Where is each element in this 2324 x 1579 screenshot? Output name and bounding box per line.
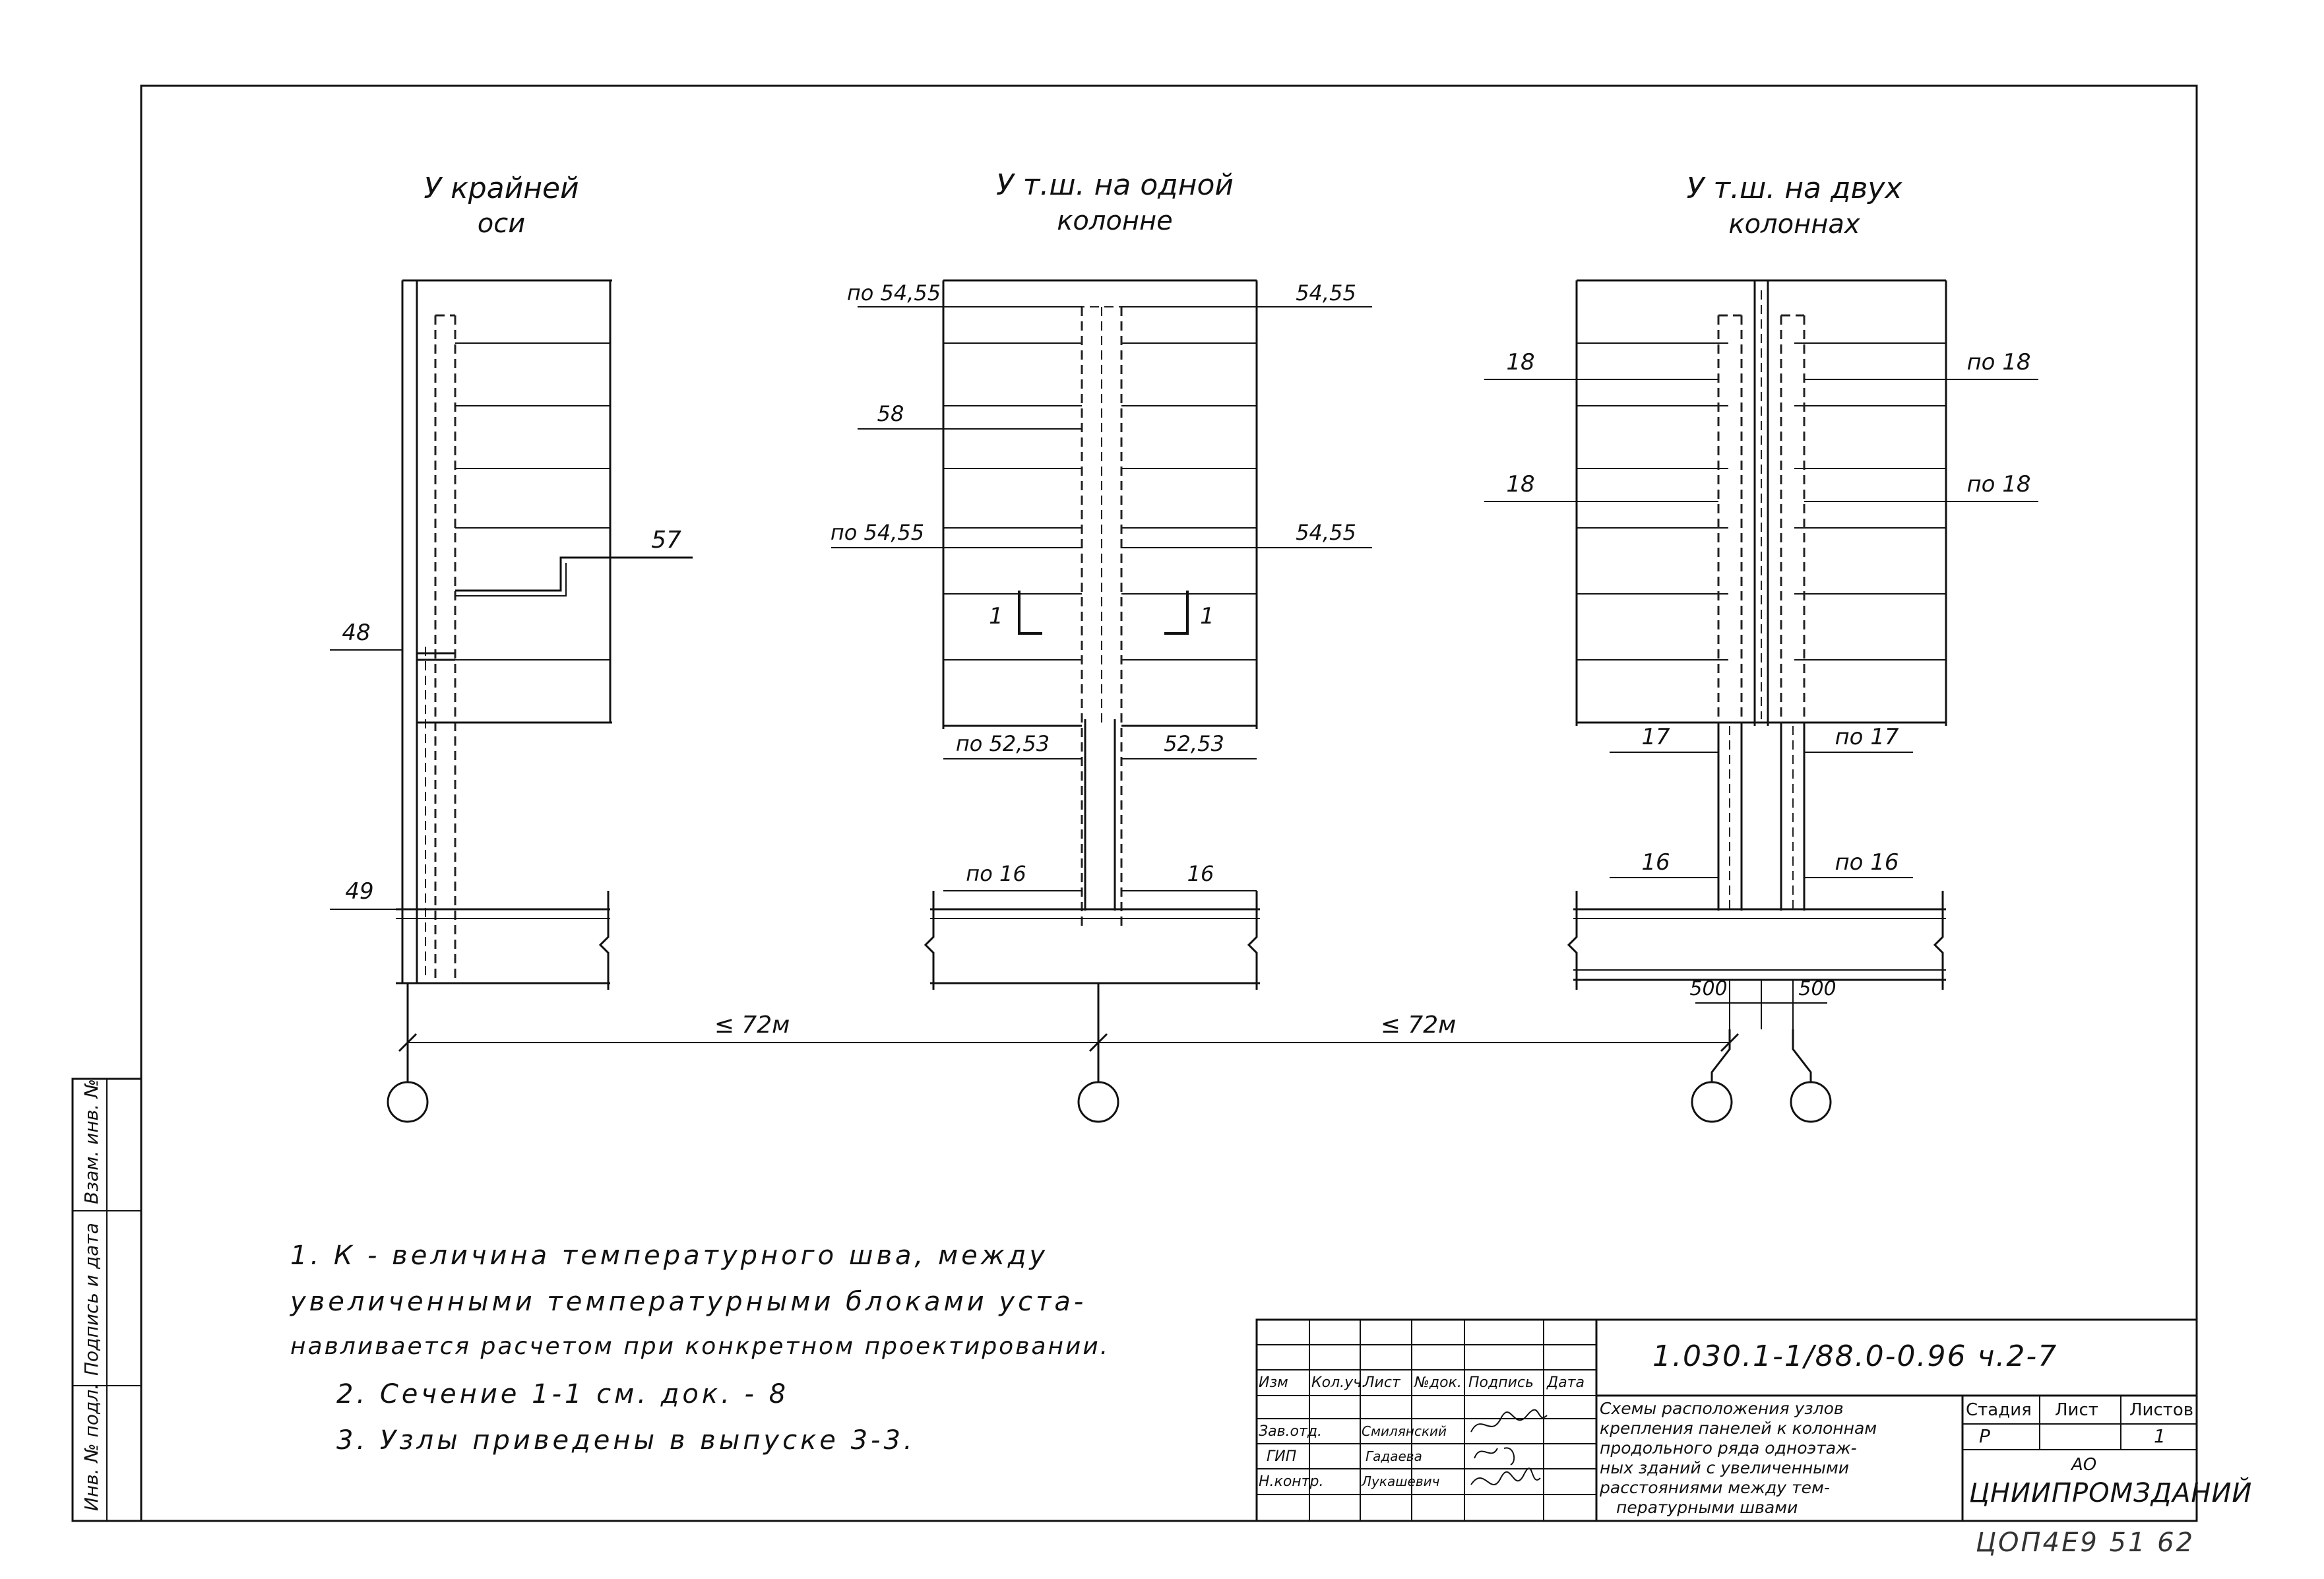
sheets-value: 1: [2154, 1425, 2166, 1447]
col-list: Лист: [1364, 1374, 1400, 1391]
archive-number: ЦОП4Е9 51 62: [1976, 1528, 2195, 1558]
role-n-kontr: Н.контр.: [1259, 1473, 1324, 1490]
label-58: 58: [877, 401, 904, 426]
axis-bubble-left: [387, 1081, 429, 1123]
header-right-line1: У т.ш. на двух: [1687, 172, 1903, 205]
label-po-17: по 17: [1835, 724, 1899, 750]
stage-value: Р: [1979, 1425, 1990, 1447]
section-mark-left: 1: [989, 603, 1003, 629]
note-1-line-2: увеличенными температурными блоками уста…: [290, 1287, 1087, 1317]
role-gip: ГИП: [1267, 1448, 1297, 1465]
header-left-line1: У крайней: [424, 172, 579, 205]
axis-bubble-right-1: [1691, 1081, 1733, 1123]
view-headers: У крайней оси У т.ш. на одной колонне У …: [424, 168, 1902, 240]
signature-1: [1470, 1409, 1548, 1433]
drawing-title-1: Схемы расположения узлов: [1600, 1399, 1844, 1418]
label-po-16-center: по 16: [966, 861, 1026, 886]
dimension-line: ≤ 72м ≤ 72м: [398, 1012, 1740, 1052]
drawing-title-2: крепления панелей к колоннам: [1600, 1419, 1877, 1438]
col-podpis: Подпись: [1468, 1374, 1534, 1391]
title-block-grid: [1255, 1318, 2198, 1522]
note-1-line-1: 1. К - величина температурного шва, межд…: [290, 1241, 1049, 1271]
label-po-54-55-mid: по 54,55: [831, 520, 924, 545]
note-2: 2. Сечение 1-1 см. док. - 8: [336, 1379, 790, 1409]
dim-left-label: ≤ 72м: [714, 1012, 790, 1039]
col-kol-uch: Кол.уч.: [1311, 1374, 1367, 1391]
header-right-line2: колоннах: [1728, 209, 1860, 240]
label-po-16-right: по 16: [1835, 849, 1899, 876]
drawing-title-4: ных зданий с увеличенными: [1600, 1458, 1850, 1477]
label-po-52-53: по 52,53: [956, 731, 1050, 756]
role-zav-otd: Зав.отд.: [1259, 1423, 1323, 1440]
col-data: Дата: [1547, 1374, 1585, 1391]
label-po-18-a: по 18: [1966, 349, 2030, 375]
label-po-54-55-top: по 54,55: [847, 280, 941, 306]
label-57: 57: [651, 527, 681, 554]
axis-bubble-center: [1077, 1081, 1119, 1123]
stamp-sign-date: Подпись и дата: [80, 1223, 102, 1376]
label-54-55-mid: 54,55: [1296, 520, 1356, 545]
name-3: Лукашевич: [1362, 1473, 1440, 1489]
stamp-replaces: Взам. инв. №: [80, 1079, 102, 1204]
org-small: АО: [2071, 1455, 2097, 1475]
stage-header: Стадия: [1966, 1400, 2032, 1420]
dim-right-label: ≤ 72м: [1381, 1012, 1457, 1039]
sheet-frame: [140, 84, 2198, 1522]
name-1: Смилянский: [1362, 1423, 1447, 1439]
label-16-center: 16: [1187, 861, 1214, 886]
signature-2: [1474, 1447, 1515, 1466]
drawing-title-5: расстояниями между тем-: [1600, 1478, 1830, 1497]
label-po-18-b: по 18: [1966, 471, 2030, 498]
sheets-header: Листов: [2129, 1400, 2194, 1420]
view-one-column: 1 1 по 54,55 54,55 58 по 54,55 54,55 по …: [831, 279, 1372, 1123]
stamp-inv-no: Инв. № подл.: [80, 1384, 102, 1511]
side-stamp: Инв. № подл. Подпись и дата Взам. инв. №: [71, 1078, 142, 1522]
col-izm: Изм: [1259, 1374, 1288, 1391]
view-end-axis: 57 48 49: [330, 279, 693, 1123]
label-500-left: 500: [1689, 977, 1727, 1000]
drawing-title-6: пературными швами: [1616, 1498, 1798, 1517]
label-49: 49: [345, 878, 373, 905]
label-16-right: 16: [1641, 849, 1670, 876]
header-center-line1: У т.ш. на одной: [996, 168, 1234, 202]
label-18-b: 18: [1506, 471, 1534, 498]
signature-3: [1470, 1467, 1541, 1485]
section-mark-right: 1: [1200, 603, 1214, 629]
axis-bubble-right-2: [1790, 1081, 1832, 1123]
label-500-right: 500: [1798, 977, 1836, 1000]
org-name: ЦНИИПРОМЗДАНИЙ: [1969, 1478, 2253, 1508]
note-1-line-3: навливается расчетом при конкретном прое…: [290, 1333, 1110, 1360]
label-48: 48: [342, 620, 370, 646]
header-left-line2: оси: [478, 209, 525, 239]
label-17: 17: [1641, 724, 1670, 750]
doc-code: 1.030.1-1/88.0-0.96 ч.2-7: [1652, 1339, 2058, 1373]
name-2: Гадаева: [1366, 1448, 1422, 1464]
col-ndok: №док.: [1414, 1374, 1462, 1391]
label-54-55-top: 54,55: [1296, 280, 1356, 306]
label-52-53: 52,53: [1164, 731, 1224, 756]
label-18-a: 18: [1506, 349, 1534, 375]
sheet-header: Лист: [2055, 1400, 2098, 1420]
drawing-title-3: продольного ряда одноэтаж-: [1600, 1438, 1857, 1458]
view-two-columns: 18 по 18 18 по 18 17 по 17 16 по 16 500 …: [1484, 279, 2038, 1123]
header-center-line2: колонне: [1057, 206, 1173, 236]
note-3: 3. Узлы приведены в выпуске 3-3.: [336, 1425, 916, 1456]
